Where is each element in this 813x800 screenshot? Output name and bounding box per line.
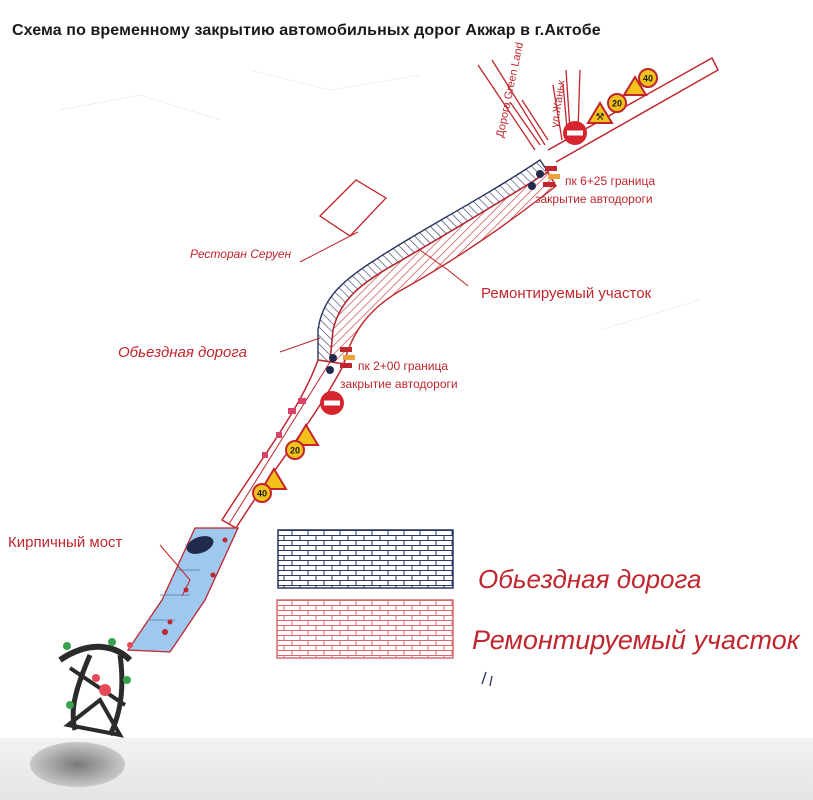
pk625-label-2: закрытие автодороги (535, 192, 653, 206)
legend-detour-swatch (277, 529, 454, 589)
svg-text:40: 40 (643, 74, 653, 84)
pk200-label-2: закрытие автодороги (340, 377, 458, 391)
speed-40-sign-top: 40 (638, 68, 658, 88)
side-roads (477, 59, 581, 151)
no-entry-sign-middle (320, 391, 344, 415)
svg-text:20: 20 (290, 446, 300, 456)
brick-bridge-label: Кирпичный мост (8, 534, 123, 551)
svg-text:⚒: ⚒ (596, 112, 605, 123)
green-land-road-label: Дорога Green Land (494, 41, 526, 138)
pk625-barrier (528, 166, 560, 190)
restaurant-building (299, 179, 388, 263)
middle-signs: 20 40 (252, 391, 344, 503)
roadwork-sign-low (260, 467, 288, 490)
road-junction (58, 638, 133, 738)
svg-text:20: 20 (612, 99, 622, 109)
roadwork-sign-top2 (622, 75, 648, 96)
speed-20-sign-top: 20 (607, 93, 627, 113)
pk200-barrier (326, 347, 355, 374)
legend-repair-label: Ремонтируемый участок (472, 625, 800, 655)
background-sketch (59, 69, 701, 331)
legend-repair-swatch (276, 599, 454, 659)
main-road (58, 56, 719, 738)
legend-mark (481, 671, 493, 687)
photo-shadow (30, 742, 125, 787)
speed-40-sign-low: 40 (252, 483, 272, 503)
svg-text:40: 40 (257, 489, 267, 499)
repair-section-label: Ремонтируемый участок (481, 285, 652, 302)
top-signs: ⚒ 20 40 (563, 68, 658, 145)
roadwork-sign-mid (292, 423, 320, 446)
roadwork-sign-top: ⚒ (586, 101, 614, 124)
no-entry-sign-top (563, 121, 587, 145)
legend-detour-label: Обьездная дорога (478, 564, 702, 594)
brick-bridge-path (126, 527, 240, 653)
pk200-label-1: пк 2+00 граница (358, 359, 448, 373)
detour-road-label: Обьездная дорога (118, 344, 247, 361)
restaurant-label: Ресторан Серуен (190, 247, 292, 261)
map-title: Схема по временному закрытию автомобильн… (12, 22, 601, 39)
speed-20-sign-mid: 20 (285, 440, 305, 460)
leader-lines (159, 249, 469, 597)
pk625-label-1: пк 6+25 граница (565, 174, 655, 188)
photo-bottom-edge (0, 738, 813, 800)
